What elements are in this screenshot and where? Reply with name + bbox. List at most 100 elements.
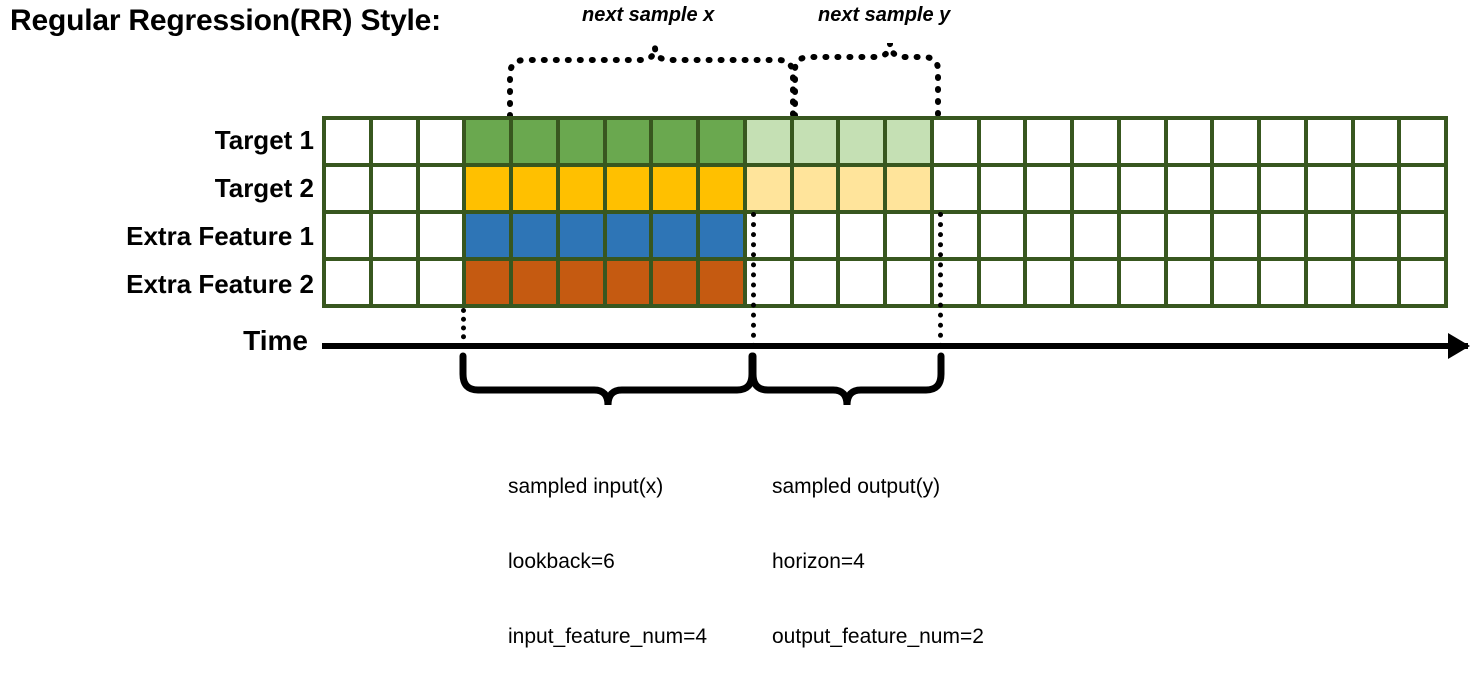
grid-cell-r4-c4 (466, 261, 509, 304)
grid-cell-r1-c20 (1214, 120, 1257, 163)
grid-cell-r4-c22 (1307, 261, 1351, 304)
brace-sampled-output (749, 352, 945, 406)
brace-next-sample-y (792, 42, 941, 119)
grid-cell-r4-c15 (980, 261, 1024, 304)
grid-cell-r2-c12 (840, 167, 883, 210)
caption-input-line-3: input_feature_num=4 (508, 625, 708, 648)
grid-cell-r2-c21 (1261, 167, 1304, 210)
grid-cell-r3-c20 (1214, 214, 1257, 257)
grid-cell-r2-c3 (419, 167, 463, 210)
grid-cell-r4-c24 (1401, 261, 1444, 304)
grid-cell-r1-c11 (793, 120, 837, 163)
grid-cell-r2-c7 (606, 167, 650, 210)
grid-cell-r3-c19 (1167, 214, 1211, 257)
next-sample-x-label: next sample x (582, 4, 715, 26)
grid-cell-r2-c13 (887, 167, 930, 210)
row-label-extra-feature-2: Extra Feature 2 (126, 269, 314, 299)
grid-cell-r1-c22 (1307, 120, 1351, 163)
time-axis-label: Time (243, 325, 308, 356)
grid-cell-r4-c19 (1167, 261, 1211, 304)
grid-cell-r4-c16 (1027, 261, 1070, 304)
top-dotted-braces (507, 42, 941, 119)
grid-cell-r1-c4 (466, 120, 509, 163)
caption-input-line-2: lookback=6 (508, 550, 615, 573)
grid-cell-r1-c7 (606, 120, 650, 163)
grid-cell-r4-c17 (1074, 261, 1117, 304)
grid-cell-r3-c18 (1120, 214, 1164, 257)
grid-cell-r2-c17 (1074, 167, 1117, 210)
guide-line-input-start (461, 308, 466, 348)
caption-output-line-2: horizon=4 (772, 550, 865, 573)
caption-input-line-1: sampled input(x) (508, 475, 664, 498)
grid-cell-r1-c6 (559, 120, 603, 163)
guide-line-output-end (938, 212, 943, 348)
grid-cell-r3-c4 (466, 214, 509, 257)
grid-cell-r2-c10 (746, 167, 790, 210)
time-axis-line (322, 343, 1468, 349)
grid-cell-r4-c13 (887, 261, 930, 304)
grid-cell-r1-c1 (326, 120, 369, 163)
grid-cell-r4-c5 (513, 261, 556, 304)
grid-cell-r2-c20 (1214, 167, 1257, 210)
row-label-target-1: Target 1 (214, 125, 314, 155)
brace-sampled-input (459, 352, 756, 406)
grid-cell-r2-c1 (326, 167, 369, 210)
grid-cell-r1-c12 (840, 120, 883, 163)
grid-cell-r1-c21 (1261, 120, 1304, 163)
grid-cell-r1-c24 (1401, 120, 1444, 163)
grid-cell-r1-c14 (933, 120, 977, 163)
caption-output-line-1: sampled output(y) (772, 475, 941, 498)
grid-cell-r2-c19 (1167, 167, 1211, 210)
grid-cell-r3-c2 (372, 214, 416, 257)
timeseries-grid (322, 116, 1448, 308)
guide-line-input-end (751, 212, 756, 348)
grid-cell-r2-c4 (466, 167, 509, 210)
grid-cell-r2-c18 (1120, 167, 1164, 210)
grid-cell-r2-c9 (700, 167, 743, 210)
caption-sampled-output: sampled output(y) horizon=4 output_featu… (772, 424, 984, 674)
time-axis-arrow-icon (1448, 333, 1470, 359)
grid-cell-r1-c18 (1120, 120, 1164, 163)
grid-cell-r3-c6 (559, 214, 603, 257)
page-title: Regular Regression(RR) Style: (10, 4, 441, 37)
grid-cell-r3-c11 (793, 214, 837, 257)
grid-cell-r4-c12 (840, 261, 883, 304)
grid-cell-r1-c23 (1354, 120, 1398, 163)
brace-next-sample-x (507, 46, 796, 119)
grid-cell-r3-c15 (980, 214, 1024, 257)
grid-cell-r3-c17 (1074, 214, 1117, 257)
grid-cell-r3-c5 (513, 214, 556, 257)
grid-cell-r1-c16 (1027, 120, 1070, 163)
grid-cell-r4-c7 (606, 261, 650, 304)
grid-cell-r2-c24 (1401, 167, 1444, 210)
grid-cell-r3-c1 (326, 214, 369, 257)
grid-cell-r2-c11 (793, 167, 837, 210)
grid-cell-r4-c6 (559, 261, 603, 304)
grid-cell-r3-c22 (1307, 214, 1351, 257)
next-sample-y-label: next sample y (818, 4, 951, 26)
grid-cell-r1-c13 (887, 120, 930, 163)
bottom-braces (459, 352, 945, 406)
grid-cell-r3-c23 (1354, 214, 1398, 257)
grid-cell-r3-c12 (840, 214, 883, 257)
grid-cell-r4-c3 (419, 261, 463, 304)
grid-cell-r1-c3 (419, 120, 463, 163)
grid-cell-r4-c1 (326, 261, 369, 304)
grid-cell-r1-c2 (372, 120, 416, 163)
grid-cell-r1-c17 (1074, 120, 1117, 163)
grid-cell-r4-c2 (372, 261, 416, 304)
grid-cell-r3-c16 (1027, 214, 1070, 257)
grid-cell-r4-c20 (1214, 261, 1257, 304)
row-label-target-2: Target 2 (214, 173, 314, 203)
grid-cell-r4-c8 (653, 261, 696, 304)
grid-cell-r2-c15 (980, 167, 1024, 210)
row-label-extra-feature-1: Extra Feature 1 (126, 221, 314, 251)
grid-cell-r3-c7 (606, 214, 650, 257)
grid-cell-r4-c11 (793, 261, 837, 304)
grid-cell-r1-c10 (746, 120, 790, 163)
grid-cell-r3-c9 (700, 214, 743, 257)
caption-output-line-3: output_feature_num=2 (772, 625, 984, 648)
grid-cell-r1-c15 (980, 120, 1024, 163)
grid-cell-r4-c21 (1261, 261, 1304, 304)
grid-cell-r2-c6 (559, 167, 603, 210)
